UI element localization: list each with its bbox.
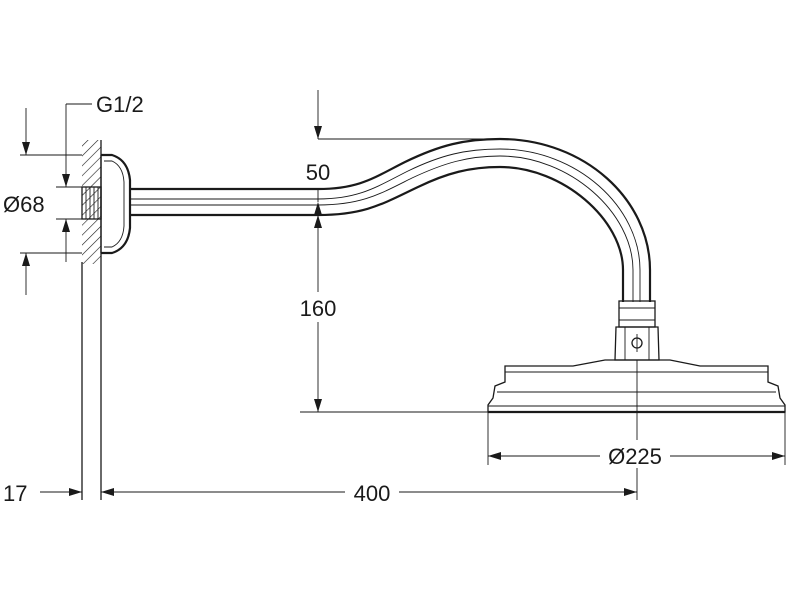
projection-label: 400: [354, 481, 391, 506]
extension-lines: [20, 138, 786, 500]
dimension-arm-drop: 50: [306, 90, 330, 215]
dimension-head-diameter: Ø225: [488, 440, 785, 469]
dimension-thread: G1/2: [62, 92, 144, 262]
head-drop-label: 160: [300, 296, 337, 321]
thread-connector: [81, 186, 102, 220]
ball-joint: [614, 300, 660, 361]
head-diameter-label: Ø225: [608, 444, 662, 469]
shower-arm: [130, 137, 652, 302]
dimension-projection: 400: [101, 477, 637, 506]
dimension-flange-diameter: Ø68: [3, 108, 45, 295]
wall-flange: [100, 153, 132, 255]
dimension-head-drop: 160: [292, 215, 344, 412]
thread-label: G1/2: [96, 92, 144, 117]
shower-head: [487, 359, 786, 414]
wall-offset-label: 17: [3, 481, 27, 506]
dimension-wall-offset: 17: [3, 481, 82, 506]
arm-drop-label: 50: [306, 160, 330, 185]
flange-diameter-label: Ø68: [3, 192, 45, 217]
